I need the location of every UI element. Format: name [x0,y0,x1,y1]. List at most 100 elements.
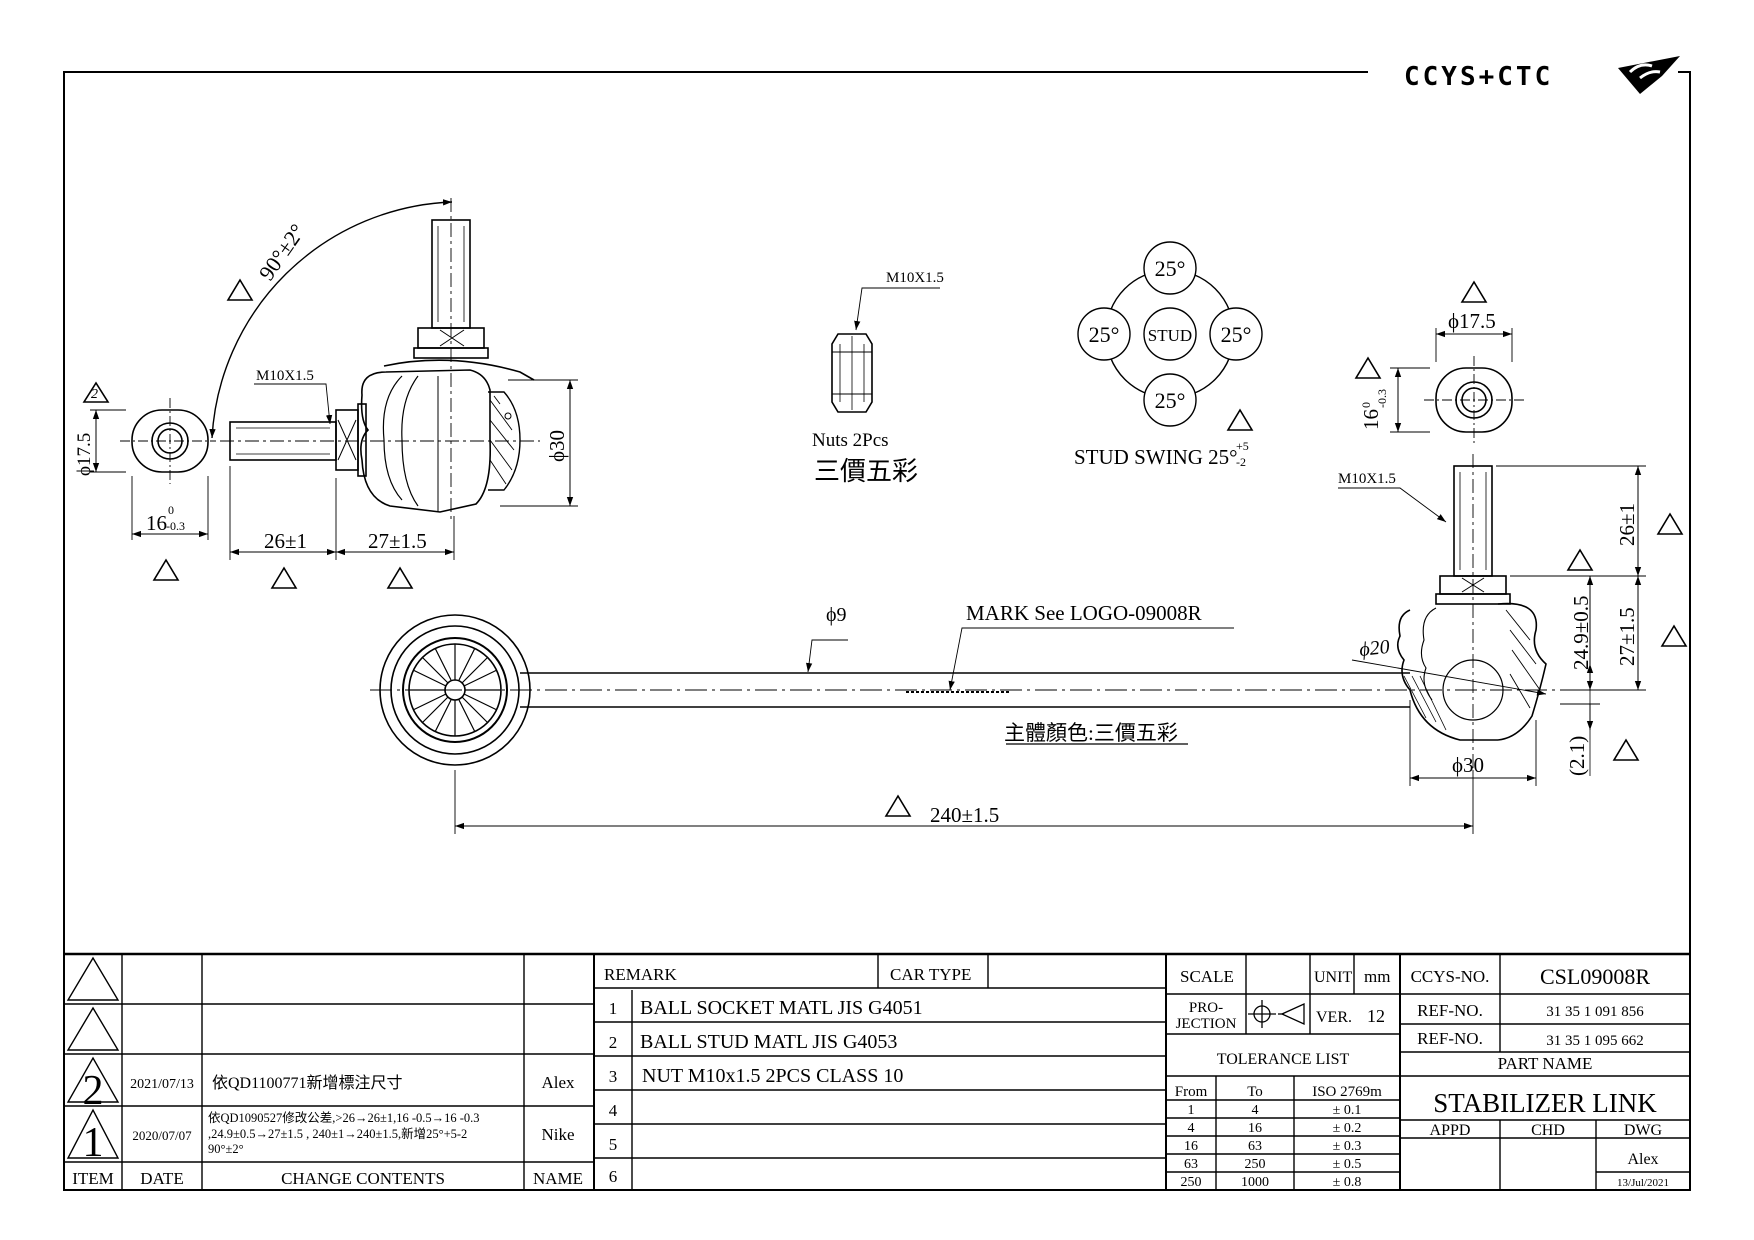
projection-label-2: JECTION [1176,1016,1237,1032]
chd-label: CHD [1531,1122,1565,1139]
revision-table: 2 2021/07/13 依QD1100771新增標注尺寸 Alex 1 202… [72,1068,583,1188]
right-view-labels: ϕ17.5 16 0 -0.3 M10X1.5 26±1 24.9±0.5 27… [1338,309,1639,777]
rev-2-date: 2021/07/13 [130,1077,194,1092]
rev-1-item: 1 [83,1120,104,1166]
projection-label-1: PRO- [1189,1000,1223,1016]
rev-2-name: Alex [541,1073,575,1092]
right-hex-width-label: 16 [1359,409,1383,430]
revision-markers [82,278,1688,817]
rev-header-item: ITEM [72,1169,114,1188]
left-hex-tol-up: 0 [168,503,174,517]
ball-dia-label: ϕ20 [1358,636,1390,661]
scale-label: SCALE [1180,967,1234,986]
part-name-value: STABILIZER LINK [1433,1088,1657,1118]
remark-1-text: BALL SOCKET MATL JIS G4051 [640,997,923,1019]
title-block-grid [64,954,1690,1190]
rev-1-content-line3: 90°±2° [208,1142,244,1156]
rev-2-content: 依QD1100771新增標注尺寸 [212,1074,403,1092]
rev-triangle-icon [82,381,110,403]
left-thread-label: M10X1.5 [256,368,314,384]
rev-triangle-icon [1460,280,1488,303]
tol-2-to: 16 [1248,1121,1262,1136]
nut-color-label: 三價五彩 [814,457,918,486]
tol-3-from: 16 [1184,1139,1198,1154]
tol-5-to: 1000 [1241,1175,1269,1190]
ref-no-label-2: REF-NO. [1417,1029,1483,1048]
right-boot-dia-label: ϕ30 [1452,753,1484,777]
rev-header-name: NAME [533,1169,583,1188]
tol-4-to: 250 [1245,1157,1266,1172]
rev-1-name: Nike [541,1125,574,1144]
remark-3-text: NUT M10x1.5 2PCS CLASS 10 [642,1065,903,1087]
car-type-label: CAR TYPE [890,965,971,984]
nut-view-labels: M10X1.5 Nuts 2Pcs 三價五彩 [812,270,944,486]
swing-diagram [1077,241,1263,427]
ref-no-label-1: REF-NO. [1417,1001,1483,1020]
dwg-label: DWG [1624,1122,1663,1139]
left-body-len-label: 27±1.5 [368,529,427,553]
right-thread-label: M10X1.5 [1338,471,1396,487]
tol-5-value: ± 0.8 [1333,1175,1362,1190]
remark-3-no: 3 [609,1067,618,1086]
tol-1-from: 1 [1188,1103,1195,1118]
part-name-label: PART NAME [1498,1054,1593,1073]
dwg-date: 13/Jul/2021 [1617,1177,1669,1189]
rev-triangle-icon [270,566,298,589]
rod-dia-label: ϕ9 [826,604,847,626]
left-boot-dia-label: ϕ30 [545,430,569,462]
angle-label: 90°±2° [254,219,310,285]
swing-left: 25° [1089,322,1120,347]
tol-2-value: ± 0.2 [1333,1121,1362,1136]
rev-1-content-line1: 依QD1090527修改公差,>26→26±1,16 -0.5→16 -0.3 [208,1110,480,1125]
rev-triangle-icon [386,566,414,589]
ref-no-value-1: 31 35 1 091 856 [1546,1004,1644,1020]
swing-caption: STUD SWING 25° +5 -2 [1074,439,1249,469]
tol-5-from: 250 [1181,1175,1202,1190]
right-dim-27-label: 27±1.5 [1615,607,1639,666]
rev-triangle-icon [152,558,180,581]
ref-no-value-2: 31 35 1 095 662 [1546,1033,1644,1049]
swing-tol-up: +5 [1236,439,1249,453]
remark-5-no: 5 [609,1135,618,1154]
tol-3-value: ± 0.3 [1333,1139,1362,1154]
rev-triangle-icon [1226,408,1254,431]
main-link-view [370,614,1560,834]
nut-thread-label: M10X1.5 [886,270,944,286]
right-dim-2-label: (2.1) [1565,736,1589,776]
remark-2-text: BALL STUD MATL JIS G4053 [640,1031,897,1053]
right-hex-tol-down: -0.3 [1375,389,1389,408]
rev-triangle-icon [884,794,912,817]
left-stud-len-label: 26±1 [264,529,307,553]
left-rev-mark: 2 [91,387,98,402]
ccys-no-label: CCYS-NO. [1411,967,1490,986]
body-color-label: 主體顏色:三價五彩 [1004,721,1178,745]
swing-top: 25° [1155,256,1186,281]
tol-from-header: From [1175,1084,1208,1100]
rev-2-item: 2 [83,1068,104,1114]
dwg-value: Alex [1627,1151,1658,1168]
right-view [1338,328,1646,786]
left-view-labels: 90°±2° M10X1.5 ϕ17.5 16 0 -0.3 26±1 27±1… [74,219,569,553]
logo-mark-icon [1618,56,1680,94]
rev-triangle-icon [1566,548,1594,571]
tol-3-to: 63 [1248,1139,1262,1154]
tol-4-value: ± 0.5 [1333,1157,1362,1172]
unit-label: UNIT [1314,969,1352,986]
tol-1-value: ± 0.1 [1333,1103,1362,1118]
tol-to-header: To [1247,1084,1263,1100]
drawing-frame [63,71,1691,1191]
ccys-no-value: CSL09008R [1540,964,1650,989]
rev-header-content: CHANGE CONTENTS [281,1169,445,1188]
left-hex-tol-down: -0.3 [166,519,185,533]
appd-label: APPD [1430,1122,1471,1139]
swing-tol-down: -2 [1236,455,1246,469]
tol-1-to: 4 [1252,1103,1259,1118]
right-hex-dia-label: ϕ17.5 [1448,309,1496,333]
rev-triangle-icon [1660,624,1688,647]
remark-1-no: 1 [609,999,618,1018]
left-hex-dia-label: ϕ17.5 [74,433,95,476]
rev-triangle-icon [1354,356,1382,379]
left-hex-width-label: 16 [146,511,167,535]
rev-1-content-line2: ,24.9±0.5→27±1.5 , 240±1→240±1.5,新增25°+5… [208,1126,467,1141]
